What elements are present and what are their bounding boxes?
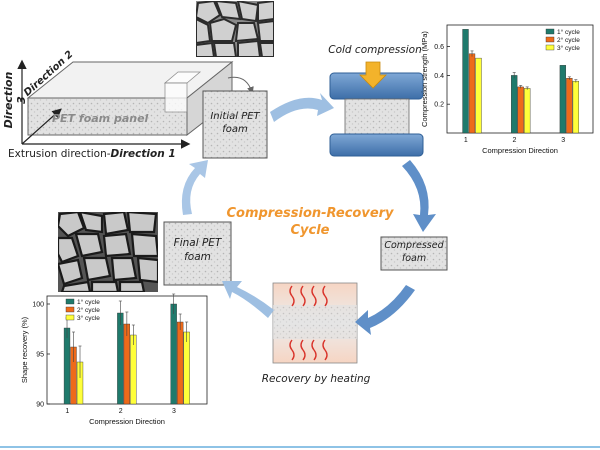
initial-foam-box (202, 90, 268, 159)
bar (170, 303, 177, 405)
legend-label: 2° cycle (77, 306, 100, 314)
x-tick-label: 1 (65, 408, 69, 415)
direction-axes (17, 59, 191, 149)
y-tick-label: 90 (36, 402, 44, 409)
y-tick-label: 0.6 (434, 44, 444, 51)
bar (177, 321, 184, 405)
extrusion-label-direction: Direction 1 (110, 148, 176, 160)
cycle-arrows (181, 93, 436, 335)
y-tick-label: 0.2 (434, 102, 444, 109)
compression-arrow-icon (359, 61, 387, 89)
bar (468, 53, 476, 134)
sem-image-final (58, 212, 158, 292)
bar (63, 327, 71, 405)
bar (566, 78, 573, 134)
y-tick-label: 95 (36, 352, 44, 359)
y-axis-label: Compression strength (MPa) (420, 31, 429, 127)
y-tick-label: 100 (32, 302, 44, 309)
recovery-label: Recovery by heating (261, 373, 371, 385)
cycle-arrow-3 (355, 285, 415, 335)
bar (475, 57, 482, 134)
legend-swatch (545, 36, 555, 43)
cycle-title-line2: Cycle (290, 223, 330, 238)
final-foam-label: Final PET foam (173, 237, 222, 263)
cycle-arrow-5 (181, 160, 208, 215)
cycle-arrow-4 (222, 281, 274, 318)
x-tick-label: 3 (172, 408, 176, 415)
compressed-foam-label: Compressed foam (384, 240, 444, 264)
legend-swatch (65, 306, 75, 313)
compressed-foam-box (380, 236, 448, 271)
initial-foam-label: Initial PET foam (210, 111, 260, 135)
bar (517, 86, 524, 134)
y-tick-label: 0.4 (434, 73, 444, 80)
legend-label: 3° cycle (557, 44, 580, 52)
x-axis-label: Compression Direction (89, 417, 165, 426)
final-foam-box (163, 221, 232, 286)
y-axis-label: Shape recovery (%) (20, 316, 29, 383)
cycle-title-line1: Compression-Recovery (226, 206, 394, 221)
extrusion-direction-label: Extrusion direction-Direction 1 (8, 148, 218, 162)
x-tick-label: 1 (464, 137, 468, 144)
zoom-arrow (227, 76, 254, 94)
cold-compression-label: Cold compression (328, 44, 422, 56)
x-tick-label: 2 (513, 137, 517, 144)
cycle-arrow-1 (270, 93, 334, 122)
x-tick-label: 2 (119, 408, 123, 415)
cycle-title: Compression-Recovery Cycle (220, 205, 400, 239)
panel-label: PET foam panel (52, 112, 149, 125)
legend-swatch (545, 28, 555, 35)
bar (130, 334, 137, 405)
bar (117, 312, 124, 405)
bar (462, 29, 469, 134)
legend-swatch (65, 314, 75, 321)
direction3-label: Direction 3 (2, 71, 28, 129)
cycle-arrow-2 (402, 160, 436, 232)
legend-label: 1° cycle (77, 298, 100, 306)
extrusion-label-prefix: Extrusion direction- (8, 148, 111, 160)
sem-image-initial (196, 1, 274, 57)
legend-label: 3° cycle (77, 314, 100, 322)
x-axis-label: Compression Direction (482, 146, 558, 155)
bottom-border (0, 446, 600, 448)
x-tick-label: 3 (561, 137, 565, 144)
legend-swatch (545, 44, 555, 51)
bar (559, 65, 567, 134)
legend-swatch (65, 298, 75, 305)
heating-box (272, 282, 358, 364)
bar (183, 331, 190, 405)
bar (511, 75, 518, 134)
bar (524, 88, 531, 134)
legend-label: 1° cycle (557, 28, 580, 36)
legend-label: 2° cycle (557, 36, 580, 44)
bar (572, 80, 580, 134)
compression-press (329, 61, 424, 157)
